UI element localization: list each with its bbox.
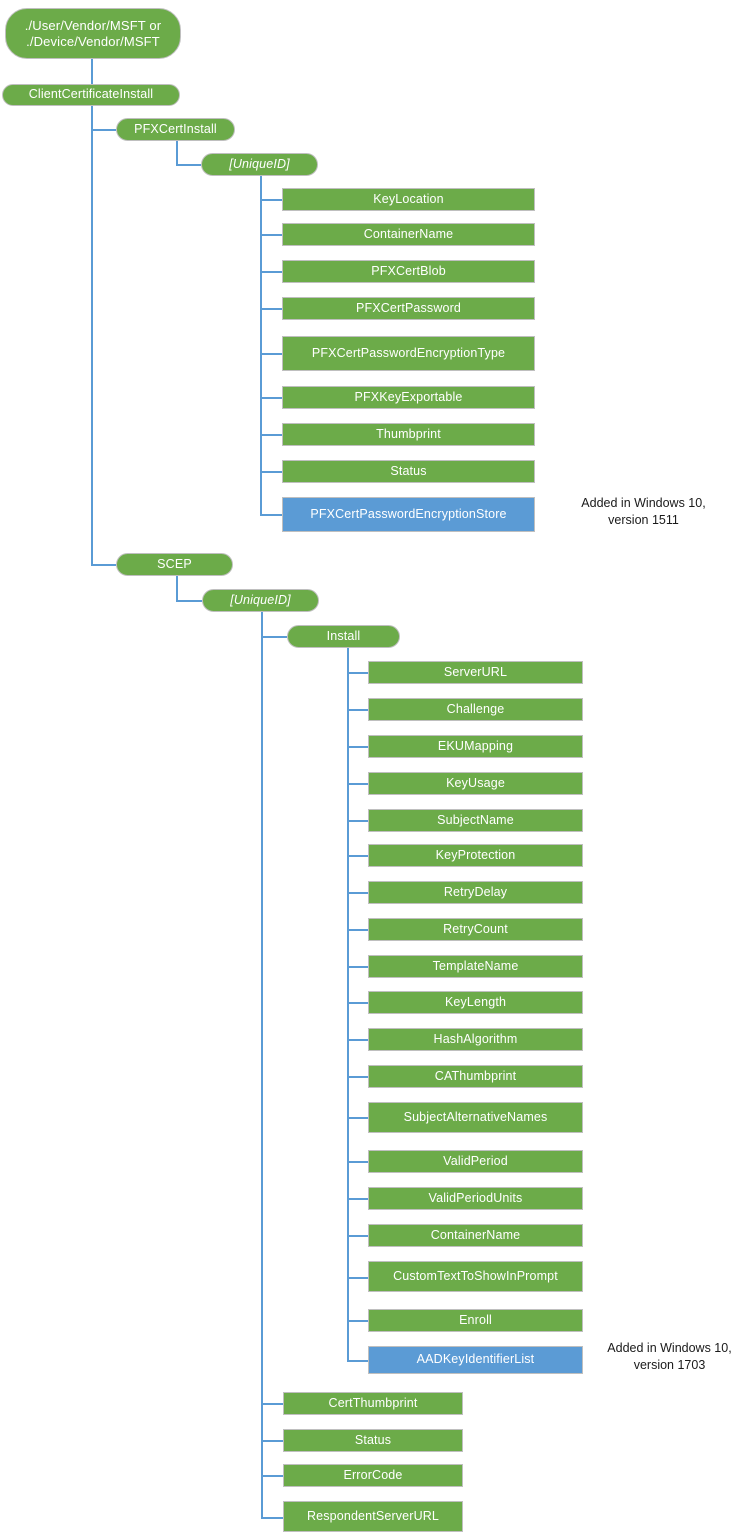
connector-install-leaf-5 — [347, 855, 369, 857]
node-cathumbprint[interactable]: CAThumbprint — [368, 1065, 583, 1088]
node-scep-uniqueid[interactable]: [UniqueID] — [202, 589, 319, 612]
connector-install-leaf-2 — [347, 746, 369, 748]
node-status-pfx[interactable]: Status — [282, 460, 535, 483]
node-aadkeyidentifierlist[interactable]: AADKeyIdentifierList — [368, 1346, 583, 1374]
connector-pfx-leaf-1 — [260, 234, 282, 236]
node-keylocation[interactable]: KeyLocation — [282, 188, 535, 211]
node-scep[interactable]: SCEP — [116, 553, 233, 576]
connector-level1-trunk — [91, 105, 93, 566]
connector-scep-to-install — [261, 636, 287, 638]
connector-install-leaf-1 — [347, 709, 369, 711]
node-retrydelay[interactable]: RetryDelay — [368, 881, 583, 904]
connector-install-leaf-9 — [347, 1002, 369, 1004]
node-customtexttoshowinprompt[interactable]: CustomTextToShowInPrompt — [368, 1261, 583, 1292]
connector-install-leaf-7 — [347, 929, 369, 931]
node-validperiod[interactable]: ValidPeriod — [368, 1150, 583, 1173]
node-install[interactable]: Install — [287, 625, 400, 648]
connector-pfx-leaf-0 — [260, 199, 282, 201]
node-serverurl[interactable]: ServerURL — [368, 661, 583, 684]
connector-install-leaf-13 — [347, 1161, 369, 1163]
node-enroll[interactable]: Enroll — [368, 1309, 583, 1332]
connector-pfx-to-uniqueid-h — [176, 164, 201, 166]
connector-install-leaf-6 — [347, 892, 369, 894]
connector-install-leaf-10 — [347, 1039, 369, 1041]
connector-install-leaf-11 — [347, 1076, 369, 1078]
connector-level1-to-pfxcertinstall — [91, 129, 116, 131]
connector-pfx-leaf-2 — [260, 271, 282, 273]
node-hashalgorithm[interactable]: HashAlgorithm — [368, 1028, 583, 1051]
connector-install-leaf-18 — [347, 1360, 369, 1362]
connector-scep-leaf-2 — [261, 1475, 283, 1477]
connector-pfx-leaf-7 — [260, 471, 282, 473]
node-containername-scep[interactable]: ContainerName — [368, 1224, 583, 1247]
node-containername-pfx[interactable]: ContainerName — [282, 223, 535, 246]
connector-scep-leaf-1 — [261, 1440, 283, 1442]
connector-pfx-to-uniqueid-v — [176, 141, 178, 164]
node-pfxcertpasswordencryptiontype[interactable]: PFXCertPasswordEncryptionType — [282, 336, 535, 371]
annotation-windows-1703: Added in Windows 10, version 1703 — [607, 1341, 732, 1372]
connector-install-leaf-8 — [347, 966, 369, 968]
node-certthumbprint[interactable]: CertThumbprint — [283, 1392, 463, 1415]
node-keyusage[interactable]: KeyUsage — [368, 772, 583, 795]
node-pfxcertpassword[interactable]: PFXCertPassword — [282, 297, 535, 320]
node-thumbprint[interactable]: Thumbprint — [282, 423, 535, 446]
connector-pfx-leaf-3 — [260, 308, 282, 310]
connector-install-leaf-3 — [347, 783, 369, 785]
connector-scep-uniqueid-trunk — [261, 612, 263, 1518]
connector-scep-leaf-0 — [261, 1403, 283, 1405]
node-pfxcertinstall[interactable]: PFXCertInstall — [116, 118, 235, 141]
connector-root-to-level1 — [91, 58, 93, 85]
node-templatename[interactable]: TemplateName — [368, 955, 583, 978]
connector-install-leaf-12 — [347, 1117, 369, 1119]
node-validperiodunits[interactable]: ValidPeriodUnits — [368, 1187, 583, 1210]
connector-pfx-leaf-8 — [260, 514, 282, 516]
connector-level1-to-scep — [91, 564, 116, 566]
connector-scep-leaf-3 — [261, 1517, 283, 1519]
node-challenge[interactable]: Challenge — [368, 698, 583, 721]
connector-pfx-leaf-5 — [260, 397, 282, 399]
connector-scep-to-uniqueid-v — [176, 576, 178, 600]
node-ekumapping[interactable]: EKUMapping — [368, 735, 583, 758]
connector-install-trunk — [347, 648, 349, 1361]
node-pfxkeyexportable[interactable]: PFXKeyExportable — [282, 386, 535, 409]
node-pfxcertblob[interactable]: PFXCertBlob — [282, 260, 535, 283]
annotation-windows-1511: Added in Windows 10, version 1511 — [581, 496, 706, 527]
node-keylength[interactable]: KeyLength — [368, 991, 583, 1014]
node-keyprotection[interactable]: KeyProtection — [368, 844, 583, 867]
node-errorcode[interactable]: ErrorCode — [283, 1464, 463, 1487]
connector-install-leaf-0 — [347, 672, 369, 674]
connector-install-leaf-4 — [347, 820, 369, 822]
node-status-scep[interactable]: Status — [283, 1429, 463, 1452]
node-pfxcertpasswordencryptionstore[interactable]: PFXCertPasswordEncryptionStore — [282, 497, 535, 532]
node-subjectname[interactable]: SubjectName — [368, 809, 583, 832]
connector-pfx-uniqueid-trunk — [260, 176, 262, 515]
connector-install-leaf-16 — [347, 1277, 369, 1279]
node-subjectalternativenames[interactable]: SubjectAlternativeNames — [368, 1102, 583, 1133]
connector-pfx-leaf-6 — [260, 434, 282, 436]
connector-install-leaf-14 — [347, 1198, 369, 1200]
connector-install-leaf-17 — [347, 1320, 369, 1322]
connector-pfx-leaf-4 — [260, 353, 282, 355]
node-clientcertificateinstall[interactable]: ClientCertificateInstall — [2, 84, 180, 106]
node-retrycount[interactable]: RetryCount — [368, 918, 583, 941]
node-respondentserverurl[interactable]: RespondentServerURL — [283, 1501, 463, 1532]
connector-install-leaf-15 — [347, 1235, 369, 1237]
connector-scep-to-uniqueid-h — [176, 600, 202, 602]
node-root[interactable]: ./User/Vendor/MSFT or ./Device/Vendor/MS… — [5, 8, 181, 59]
node-pfx-uniqueid[interactable]: [UniqueID] — [201, 153, 318, 176]
